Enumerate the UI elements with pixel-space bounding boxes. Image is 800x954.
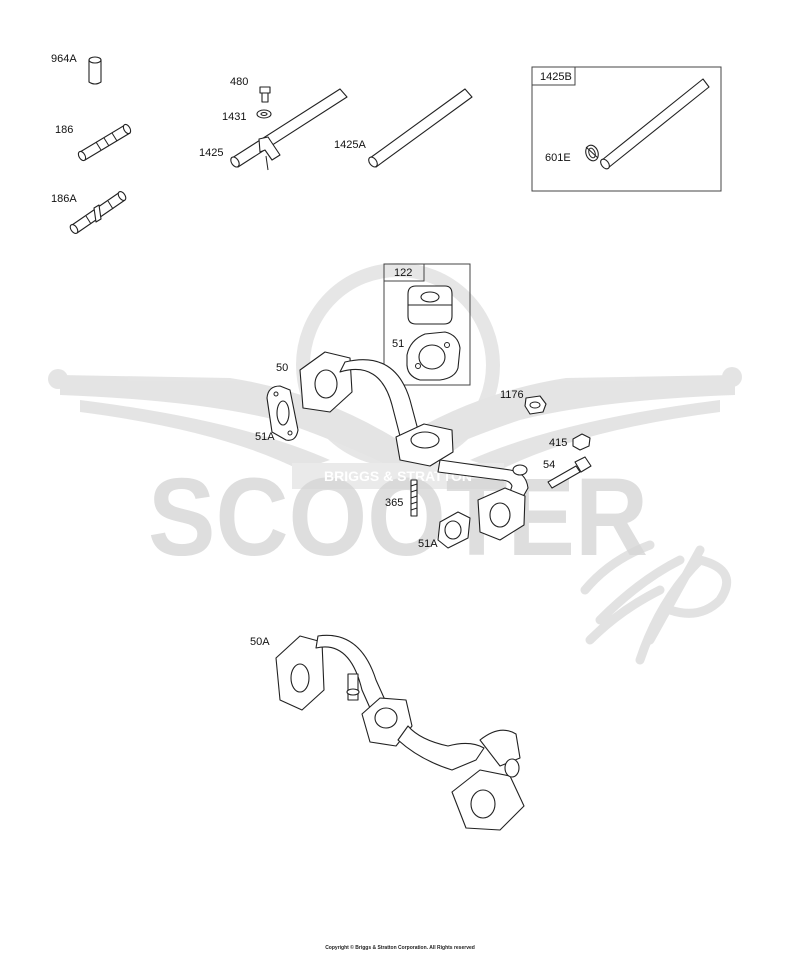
label-51A-right: 51A xyxy=(418,538,438,550)
part-480-screw xyxy=(259,86,271,103)
label-365: 365 xyxy=(385,497,404,509)
label-1425A: 1425A xyxy=(334,139,366,151)
part-365-stud xyxy=(410,479,418,517)
part-54-bolt xyxy=(547,456,592,489)
part-1425A-tube xyxy=(368,88,473,168)
label-480: 480 xyxy=(230,76,249,88)
label-54: 54 xyxy=(543,459,556,471)
part-186-connector xyxy=(77,123,132,162)
label-186: 186 xyxy=(55,124,74,136)
part-1431-washer xyxy=(256,109,272,119)
part-964A-cap xyxy=(88,56,102,85)
label-50: 50 xyxy=(276,362,289,374)
label-415: 415 xyxy=(549,437,568,449)
label-1176: 1176 xyxy=(500,389,524,401)
part-50A-manifold xyxy=(275,634,525,831)
label-964A: 964A xyxy=(51,53,77,65)
part-122-box xyxy=(383,263,471,386)
label-1431: 1431 xyxy=(222,111,247,123)
watermark-emblem-text: BRIGGS & STRATTON xyxy=(324,468,472,484)
copyright-notice: Copyright © Briggs & Stratton Corporatio… xyxy=(325,945,475,951)
label-50A: 50A xyxy=(250,636,270,648)
part-51A-gasket-left xyxy=(266,385,299,441)
label-1425B: 1425B xyxy=(540,71,572,83)
label-51: 51 xyxy=(392,338,405,350)
label-186A: 186A xyxy=(51,193,77,205)
label-122: 122 xyxy=(394,267,413,279)
part-1425-tube xyxy=(230,88,348,171)
part-50-manifold xyxy=(299,351,529,541)
watermark-logo xyxy=(48,263,742,665)
label-1425: 1425 xyxy=(199,147,224,159)
part-1425B-box xyxy=(531,66,722,192)
part-51A-gasket-right xyxy=(437,511,471,549)
part-186A-tee xyxy=(69,191,127,234)
part-1176-nut xyxy=(524,395,547,415)
label-51A-left: 51A xyxy=(255,431,275,443)
label-601E: 601E xyxy=(545,152,571,164)
part-415-nut xyxy=(572,433,591,451)
